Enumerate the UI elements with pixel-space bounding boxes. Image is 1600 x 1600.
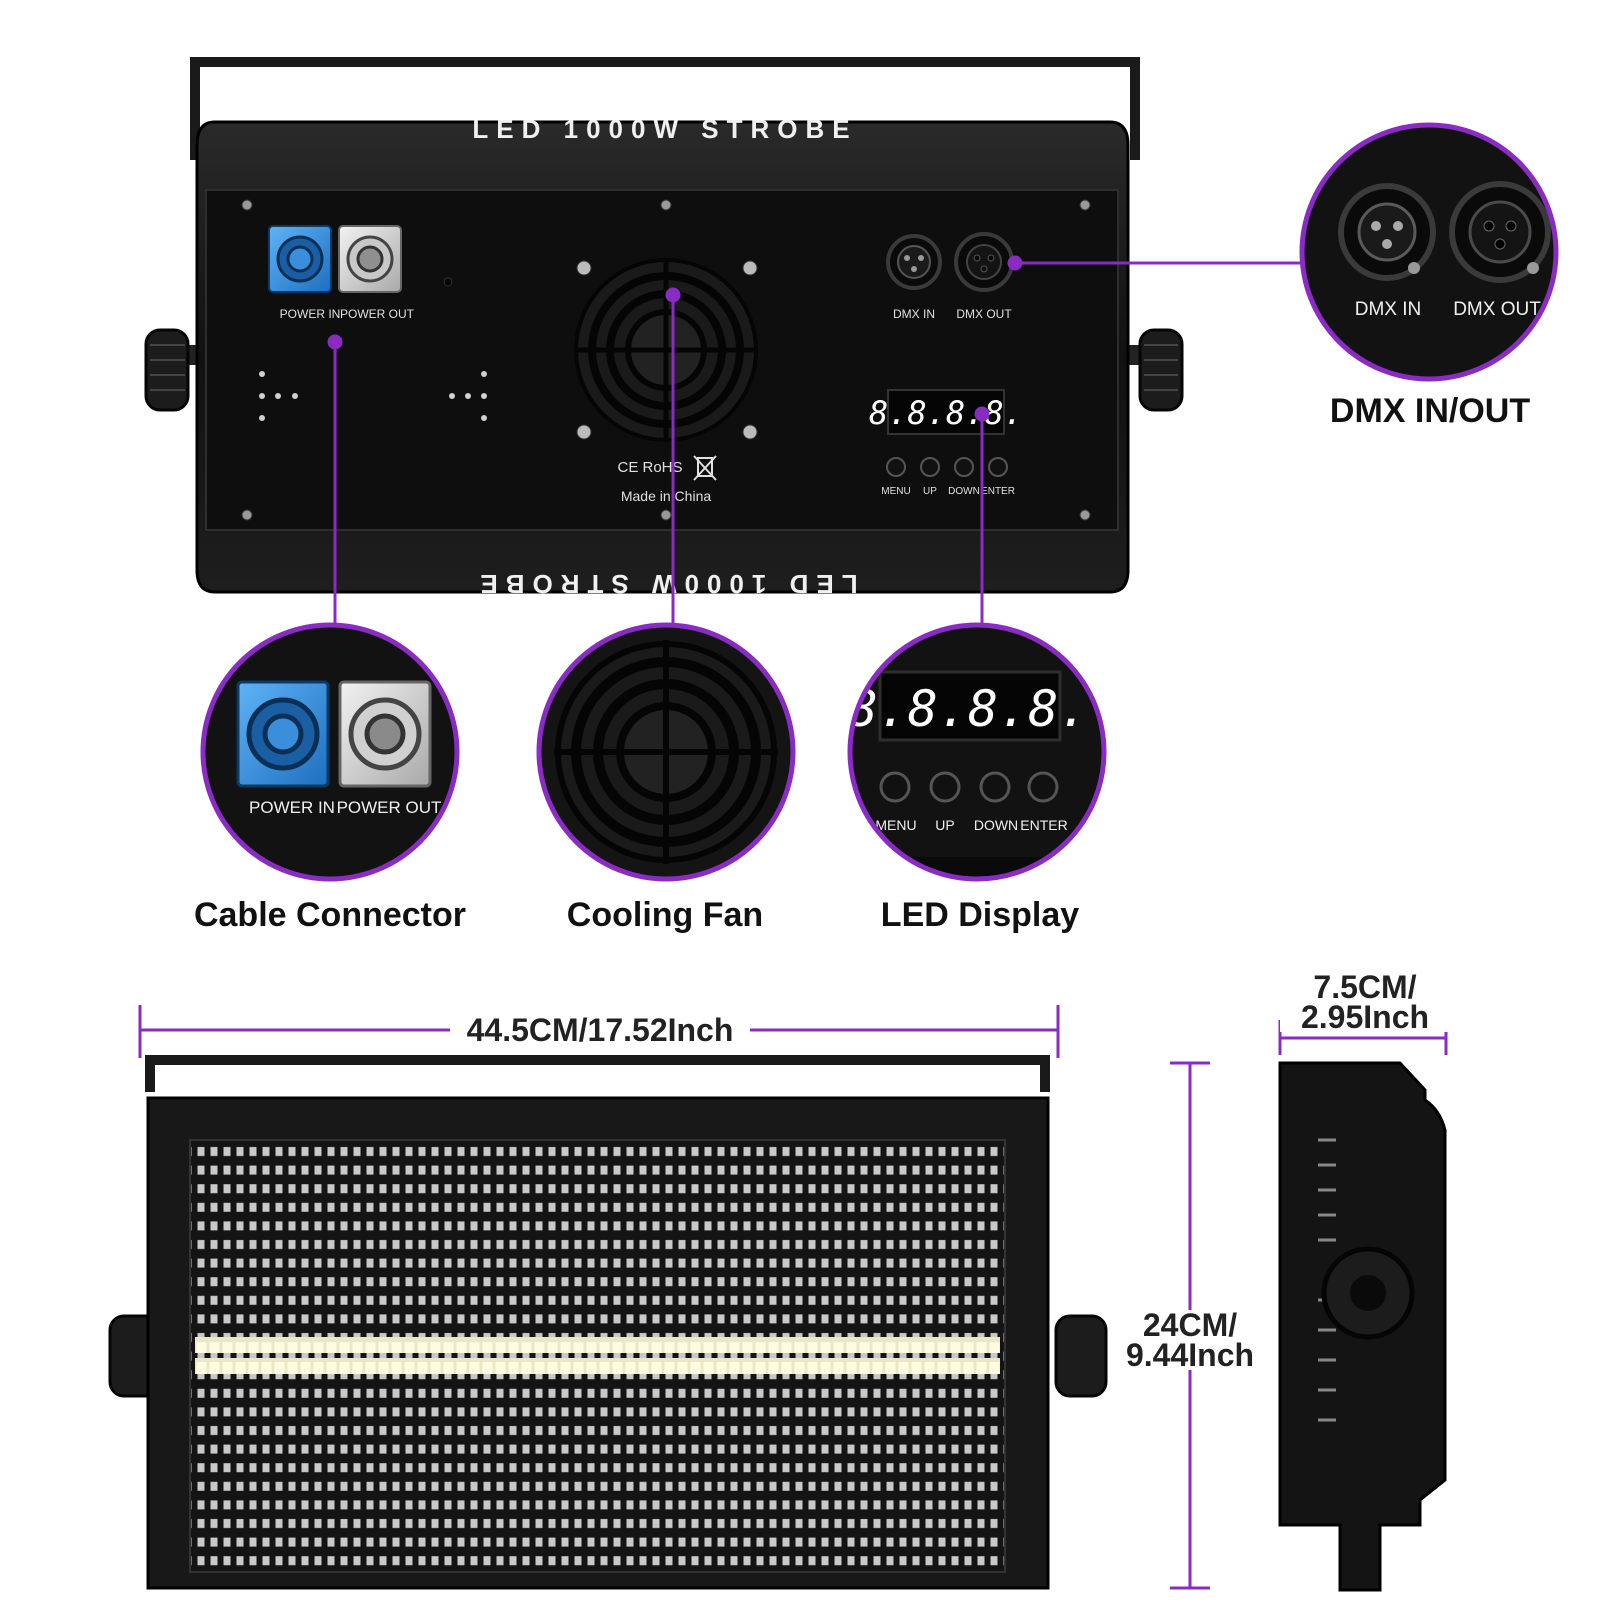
enter-label: ENTER (981, 486, 1015, 497)
dmx-out-connector[interactable] (954, 232, 1014, 292)
control-buttons (886, 457, 1008, 477)
menu-button[interactable] (886, 457, 906, 477)
handle (190, 57, 1140, 160)
width-dimension: 44.5CM/17.52Inch (450, 1014, 750, 1046)
height-dimension-line2: 9.44Inch (1125, 1337, 1255, 1373)
menu-label: MENU (881, 486, 910, 497)
white-led-row-2 (195, 1358, 1000, 1374)
height-dimension-line1: 24CM/ (1142, 1307, 1238, 1343)
callout-display-readout: 8.8.8.8. (848, 680, 1089, 738)
callout-down-label: DOWN (974, 817, 1018, 833)
callout-dmx-in-label: DMX IN (1355, 299, 1422, 320)
dmx-in-label: DMX IN (893, 307, 935, 321)
power-in-connector[interactable] (268, 225, 332, 293)
callout-up-button[interactable] (929, 771, 961, 803)
cert-text: CE RoHS (617, 459, 682, 476)
weee-bin-icon (693, 455, 717, 481)
callout-down-button[interactable] (979, 771, 1011, 803)
power-out-connector[interactable] (338, 225, 402, 293)
display-readout: 8.8.8.8. (869, 394, 1023, 432)
led-display-callout: 8.8.8.8. MENU UP DOWN ENTER (847, 622, 1107, 882)
panel-screws (241, 199, 1091, 521)
depth-dimension-line1: 7.5CM/ (1313, 969, 1417, 1005)
up-button[interactable] (920, 457, 940, 477)
cable-connector-caption: Cable Connector (193, 896, 467, 934)
rear-view: LED 1000W STROBE LED 1000W STROBE POWER … (144, 57, 1184, 599)
cooling-fan-caption: Cooling Fan (566, 896, 764, 934)
callout-up-label: UP (935, 817, 954, 833)
down-button[interactable] (954, 457, 974, 477)
fan-icon (574, 258, 758, 442)
cable-connector-callout: POWER IN POWER OUT (200, 622, 460, 882)
callout-enter-button[interactable] (1027, 771, 1059, 803)
left-knob (144, 328, 207, 412)
leader-lines (327, 255, 1302, 625)
dmx-caption: DMX IN/OUT (1329, 392, 1531, 430)
cooling-fan-callout (536, 622, 796, 882)
front-handle (145, 1055, 1050, 1092)
power-out-label: POWER OUT (340, 307, 415, 321)
right-knob (1122, 328, 1184, 412)
side-view (1278, 1061, 1447, 1592)
title-bottom: LED 1000W STROBE (472, 569, 857, 599)
front-view (108, 1055, 1108, 1590)
enter-button[interactable] (988, 457, 1008, 477)
depth-dimension: 7.5CM/ 2.95Inch (1280, 969, 1450, 1035)
callout-enter-label: ENTER (1020, 817, 1067, 833)
led-display-caption: LED Display (880, 896, 1080, 934)
indicator-hole (443, 277, 453, 287)
dmx-in-connector[interactable] (886, 234, 942, 290)
cable-power-out-label: POWER OUT (337, 798, 442, 817)
dmx-out-label: DMX OUT (956, 307, 1012, 321)
callout-menu-button[interactable] (879, 771, 911, 803)
origin-text: Made in China (621, 488, 711, 504)
dmx-callout: DMX IN DMX OUT (1299, 122, 1559, 382)
height-dimension: 24CM/ 9.44Inch (1110, 1307, 1270, 1373)
arrow-dots-icon (259, 371, 487, 421)
led-matrix (189, 1139, 1006, 1573)
cable-power-in-label: POWER IN (249, 798, 335, 817)
title-top: LED 1000W STROBE (472, 114, 857, 144)
power-in-label: POWER IN (280, 307, 341, 321)
depth-dimension-line2: 2.95Inch (1300, 999, 1430, 1035)
up-label: UP (923, 486, 937, 497)
white-led-row-1 (195, 1337, 1000, 1353)
down-label: DOWN (948, 486, 980, 497)
callout-menu-label: MENU (875, 817, 916, 833)
callout-dmx-out-label: DMX OUT (1453, 299, 1541, 320)
